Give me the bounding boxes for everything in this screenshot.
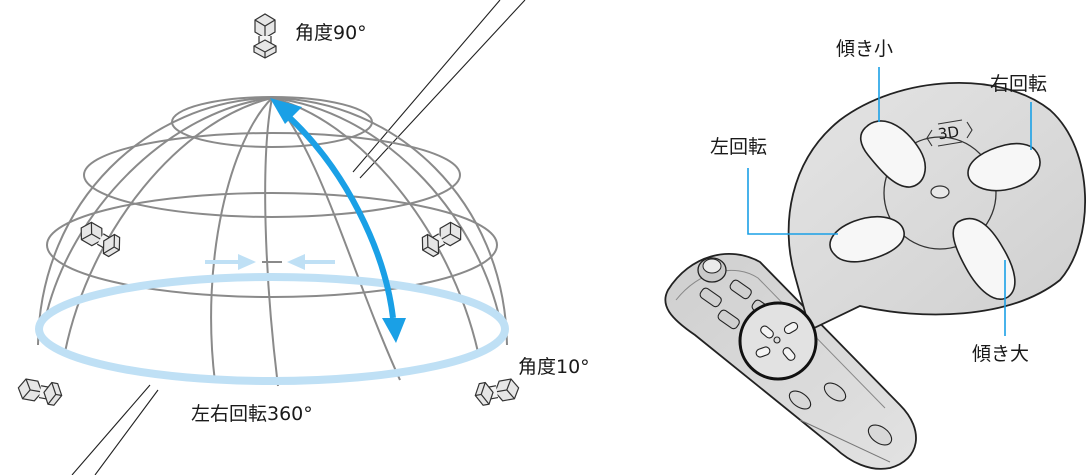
pad-3d-mark: 3D xyxy=(936,122,961,144)
rotate-right-button xyxy=(967,142,1041,192)
rotate-left-label: 左回転 xyxy=(710,136,768,158)
rotate-360-label: 左右回転360° xyxy=(191,403,313,425)
rotation-ring xyxy=(35,273,509,385)
tilt-10-label: 角度10° xyxy=(518,356,590,378)
ring-direction-arrows xyxy=(205,254,335,270)
object-block-icon xyxy=(472,376,522,407)
zoom-callout xyxy=(787,82,1087,332)
tilt-large-label: 傾き大 xyxy=(972,343,1030,365)
object-block-icon xyxy=(15,376,65,407)
tilt-small-button xyxy=(859,120,926,188)
rotate-right-label: 右回転 xyxy=(990,73,1048,95)
leader-lines xyxy=(747,67,1032,336)
tilt-large-button xyxy=(952,217,1016,300)
remote-diagram xyxy=(664,67,1087,470)
tilt-small-label: 傾き小 xyxy=(836,38,894,60)
rotate-left-button xyxy=(829,216,905,263)
3d-button-pad-icon xyxy=(829,119,1041,300)
tilt-90-label: 角度90° xyxy=(295,22,367,44)
dome-diagram xyxy=(15,0,526,475)
object-block-icon xyxy=(253,13,277,59)
tilt-arc-arrow xyxy=(270,98,406,343)
callout-pointer-top xyxy=(352,0,526,179)
callout-pointer-bottom xyxy=(71,384,159,475)
3d-button-pad-small xyxy=(755,321,799,361)
